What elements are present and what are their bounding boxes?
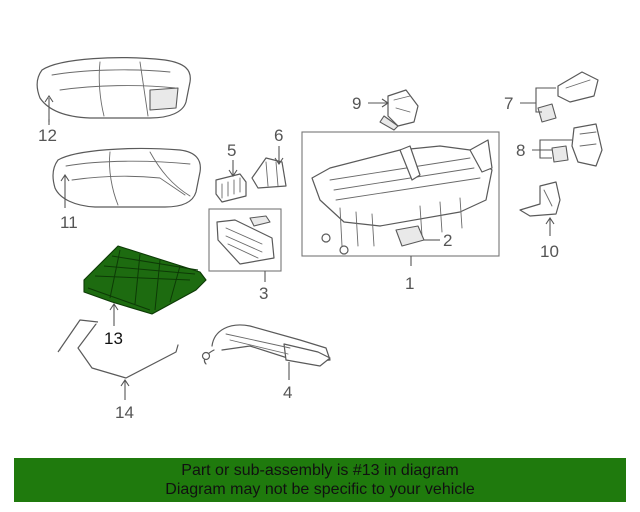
label-13: 13: [104, 329, 123, 348]
part-13-seat-pan[interactable]: [83, 245, 207, 315]
label-4: 4: [283, 383, 292, 402]
banner-line-1: Part or sub-assembly is #13 in diagram: [181, 462, 459, 479]
part-9-hinge-cover[interactable]: [379, 89, 419, 131]
label-12: 12: [38, 126, 57, 145]
parts-diagram: 12 11 13 14 5: [36, 57, 603, 422]
part-8-bracket[interactable]: [551, 123, 603, 167]
info-banner: Part or sub-assembly is #13 in diagram D…: [14, 458, 626, 502]
banner-line-2: Diagram may not be specific to your vehi…: [165, 481, 475, 498]
part-6-cover[interactable]: [251, 157, 287, 189]
label-5: 5: [227, 141, 236, 160]
label-8: 8: [516, 141, 525, 160]
part-3-assembly[interactable]: [208, 208, 282, 272]
label-1: 1: [405, 274, 414, 293]
part-12-cushion-cover[interactable]: [36, 57, 191, 119]
label-6: 6: [274, 126, 283, 145]
part-10-bracket[interactable]: [519, 181, 561, 217]
label-9: 9: [352, 94, 361, 113]
part-4-cable[interactable]: [201, 324, 331, 367]
label-2: 2: [443, 231, 452, 250]
label-7: 7: [504, 94, 513, 113]
part-7-cover[interactable]: [537, 71, 599, 123]
part-5-bracket[interactable]: [215, 173, 247, 203]
part-1-seat-frame[interactable]: [301, 131, 500, 257]
label-3: 3: [259, 284, 268, 303]
label-14: 14: [115, 403, 134, 422]
part-14-wire-frame[interactable]: [57, 319, 179, 379]
label-10: 10: [540, 242, 559, 261]
part-11-cushion-pad[interactable]: [52, 147, 201, 208]
label-11: 11: [60, 213, 78, 232]
